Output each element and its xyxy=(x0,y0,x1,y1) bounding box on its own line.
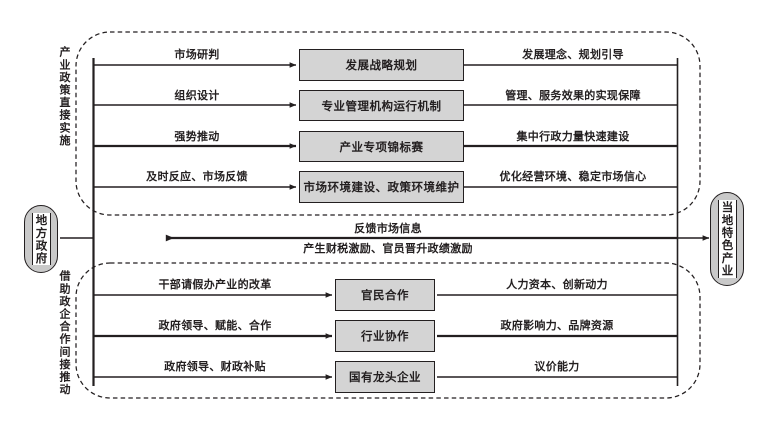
section-caption-indirect: 借助政企合作间接推动 xyxy=(58,270,71,396)
process-box-3[interactable]: 产业专项锦标赛 xyxy=(299,131,464,162)
input-label-3: 强势推动 xyxy=(174,130,220,143)
feedback-top-label: 反馈市场信息 xyxy=(354,222,422,235)
output-label-1: 发展理念、规划引导 xyxy=(522,48,624,61)
process-box-7[interactable]: 国有龙头企业 xyxy=(335,361,435,393)
section-caption-direct: 产业政策直接实施 xyxy=(58,46,71,147)
output-label-4: 优化经营环境、稳定市场信心 xyxy=(499,170,647,183)
output-label-6: 政府影响力、品牌资源 xyxy=(500,319,614,332)
input-label-5: 干部请假办产业的改革 xyxy=(158,278,272,291)
input-label-1: 市场研判 xyxy=(174,48,220,61)
process-box-1[interactable]: 发展战略规划 xyxy=(299,49,464,81)
actor-local-industry-label: 当地特色产业 xyxy=(720,200,735,278)
section-outline-direct xyxy=(75,31,701,216)
actor-local-government[interactable]: 地方政府 xyxy=(24,205,58,273)
feedback-bottom-label: 产生财税激励、官员晋升政绩激励 xyxy=(303,242,473,255)
section-outline-indirect xyxy=(75,262,701,399)
process-box-4[interactable]: 市场环境建设、政策环境维护 xyxy=(299,171,464,203)
input-label-4: 及时反应、市场反馈 xyxy=(146,170,248,183)
output-label-3: 集中行政力量快速建设 xyxy=(516,130,630,143)
input-label-7: 政府领导、财政补贴 xyxy=(164,360,266,373)
process-box-6[interactable]: 行业协作 xyxy=(335,320,435,352)
output-label-7: 议价能力 xyxy=(534,360,580,373)
output-label-2: 管理、服务效果的实现保障 xyxy=(505,89,641,102)
process-box-2[interactable]: 专业管理机构运行机制 xyxy=(299,90,464,121)
actor-local-industry[interactable]: 当地特色产业 xyxy=(710,192,744,286)
actor-local-government-label: 地方政府 xyxy=(34,213,49,265)
input-label-2: 组织设计 xyxy=(174,89,220,102)
actor-local-government-inner: 地方政府 xyxy=(31,213,51,265)
input-label-6: 政府领导、赋能、合作 xyxy=(158,319,272,332)
actor-local-industry-inner: 当地特色产业 xyxy=(717,200,737,278)
output-label-5: 人力资本、创新动力 xyxy=(506,278,608,291)
process-box-5[interactable]: 官民合作 xyxy=(335,279,435,311)
